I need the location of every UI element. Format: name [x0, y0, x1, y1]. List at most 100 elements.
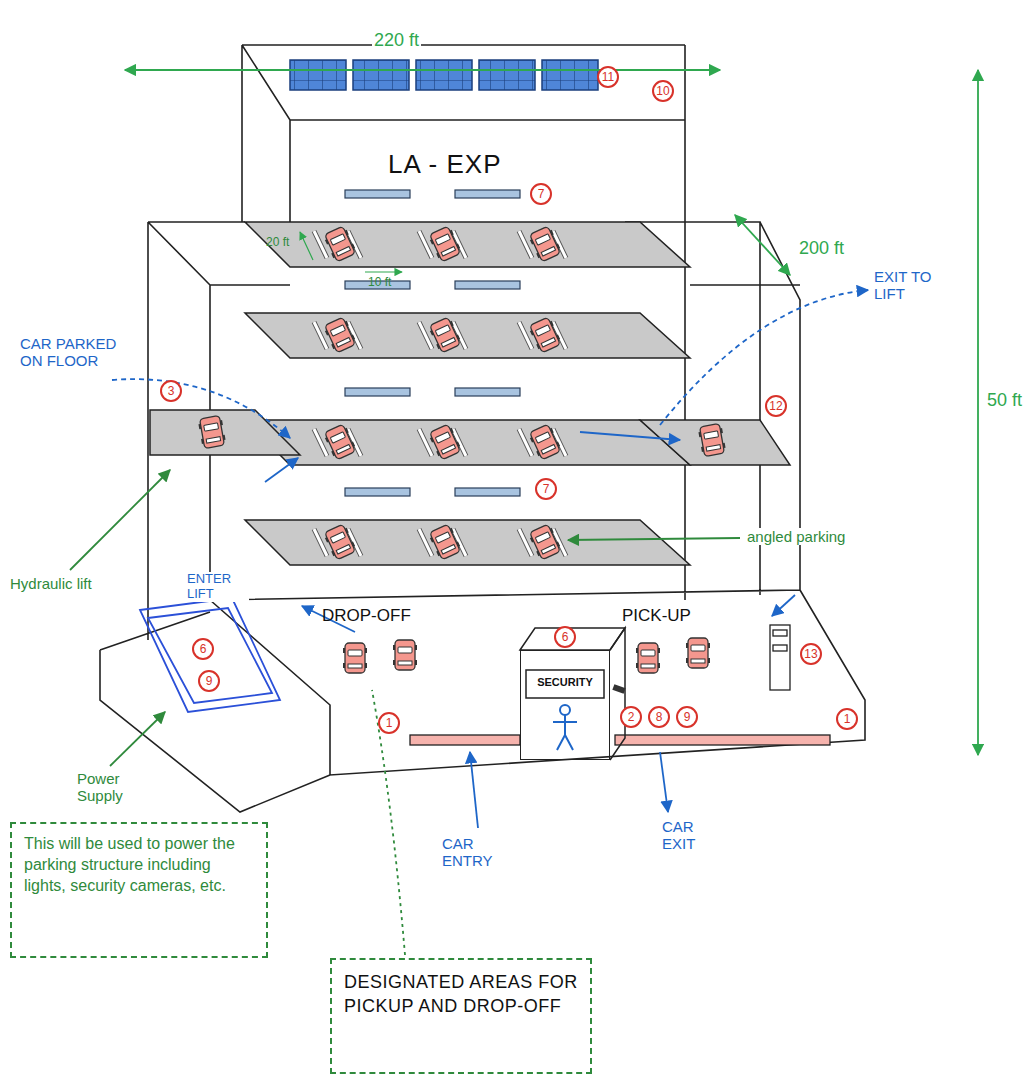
light-fixture-part — [345, 388, 410, 396]
callout-number: 6 — [554, 626, 576, 648]
flow-arrow — [112, 290, 868, 828]
parked-car-part — [344, 643, 366, 673]
leader-arrow-part — [568, 538, 740, 540]
light-fixture-part — [455, 488, 520, 496]
light-fixture — [345, 190, 520, 496]
parked-car-part — [687, 638, 709, 668]
annotation: ENTER LIFT — [185, 572, 249, 602]
flow-arrow-part — [580, 432, 680, 440]
solar-panel-part — [479, 60, 535, 90]
annotation: CAR EXIT — [660, 818, 719, 853]
floor-slab-part — [245, 222, 690, 267]
parked-car-part — [519, 424, 566, 460]
structure-outline-part — [100, 45, 865, 812]
security-booth-outline-part — [610, 628, 625, 760]
structure-outline — [100, 45, 865, 812]
flow-arrow-part — [470, 752, 478, 828]
callout-number: 12 — [765, 395, 787, 417]
parked-car-part — [637, 643, 659, 673]
floor-slab-part — [245, 420, 690, 465]
callout-number: 13 — [800, 643, 822, 665]
parked-car-part — [314, 524, 361, 560]
camera — [612, 684, 625, 694]
exit-door-part — [773, 630, 787, 636]
annotation: Power Supply — [75, 770, 139, 805]
security-guard — [553, 705, 577, 750]
callout-number: 1 — [836, 708, 858, 730]
flow-arrow-part — [112, 379, 290, 438]
parked-car-part — [519, 317, 566, 353]
camera-part — [612, 684, 625, 694]
flow-arrow-part — [660, 290, 868, 425]
gate-barrier — [410, 735, 830, 745]
annotation: CAR ENTRY — [440, 835, 504, 870]
annotation: EXIT TO LIFT — [872, 268, 956, 303]
callout-number: 8 — [648, 706, 670, 728]
exit-door-part — [770, 625, 790, 690]
parked-car-part — [314, 424, 361, 460]
callout-number: 7 — [530, 183, 552, 205]
dimension: 220 ft — [372, 30, 421, 51]
light-fixture-part — [345, 488, 410, 496]
floor-slab-part — [245, 520, 690, 565]
parked-car-part — [314, 226, 361, 262]
building-sign: LA - EXP — [388, 150, 502, 180]
power-supply-box-part — [148, 608, 272, 703]
solar-panel-part — [416, 60, 472, 90]
dimension-arrow-part — [977, 70, 979, 755]
flow-arrow-part — [265, 458, 298, 482]
power-supply-box — [140, 598, 280, 712]
security-booth-outline — [520, 628, 625, 760]
dimension-arrow-part — [735, 215, 790, 275]
area-label: PICK-UP — [622, 606, 691, 626]
parked-car-part — [699, 423, 726, 456]
annotation: Hydraulic lift — [8, 575, 102, 592]
light-fixture-part — [455, 190, 520, 198]
dimension: 50 ft — [985, 390, 1024, 411]
note-text: This will be used to power the parking s… — [24, 834, 254, 896]
parked-car-part — [419, 226, 466, 262]
exit-door-part — [773, 645, 787, 651]
gate-barrier-part — [615, 735, 830, 745]
callout-number: 9 — [676, 706, 698, 728]
floor-slab — [150, 222, 790, 565]
callout-number: 3 — [160, 380, 182, 402]
solar-panel-part — [290, 60, 346, 90]
annotation: CAR PARKED ON FLOOR — [18, 335, 132, 370]
flow-arrow-part — [660, 752, 668, 812]
parked-car-part — [394, 640, 416, 670]
solar-panel-part — [353, 60, 409, 90]
annotation: angled parking — [745, 528, 847, 545]
floor-slab-part — [150, 410, 300, 455]
booth-label: SECURITY — [521, 676, 609, 688]
callout-number: 1 — [378, 712, 400, 734]
parked-car-part — [199, 415, 226, 448]
gate-barrier-part — [410, 735, 520, 745]
flow-arrow-part — [772, 595, 795, 616]
dimension: 20 ft — [266, 236, 289, 250]
note-text: DESIGNATED AREAS FOR PICKUP AND DROP-OFF — [344, 970, 578, 1019]
leader-arrow-part — [70, 470, 170, 570]
solar-panel — [290, 60, 598, 90]
parked-car-part — [519, 226, 566, 262]
area-label: DROP-OFF — [322, 606, 411, 626]
callout-number: 11 — [597, 66, 619, 88]
dimension: 10 ft — [368, 276, 391, 290]
floor-slab-part — [245, 313, 690, 358]
dimension-arrow-part — [300, 232, 402, 272]
callout-number: 9 — [198, 670, 220, 692]
parked-car-part — [314, 317, 361, 353]
leader-arrow-part — [372, 690, 405, 955]
dimension-arrow-part — [125, 69, 720, 71]
note-box: This will be used to power the parking s… — [10, 822, 268, 958]
dimension: 200 ft — [797, 238, 846, 259]
callout-number: 6 — [192, 638, 214, 660]
security-guard-part — [553, 715, 577, 750]
callout-number: 10 — [652, 80, 674, 102]
power-supply-box-part — [140, 598, 280, 712]
light-fixture-part — [455, 281, 520, 289]
parked-car — [199, 226, 726, 673]
note-box: DESIGNATED AREAS FOR PICKUP AND DROP-OFF — [330, 958, 592, 1074]
floor-slab-part — [640, 420, 790, 465]
